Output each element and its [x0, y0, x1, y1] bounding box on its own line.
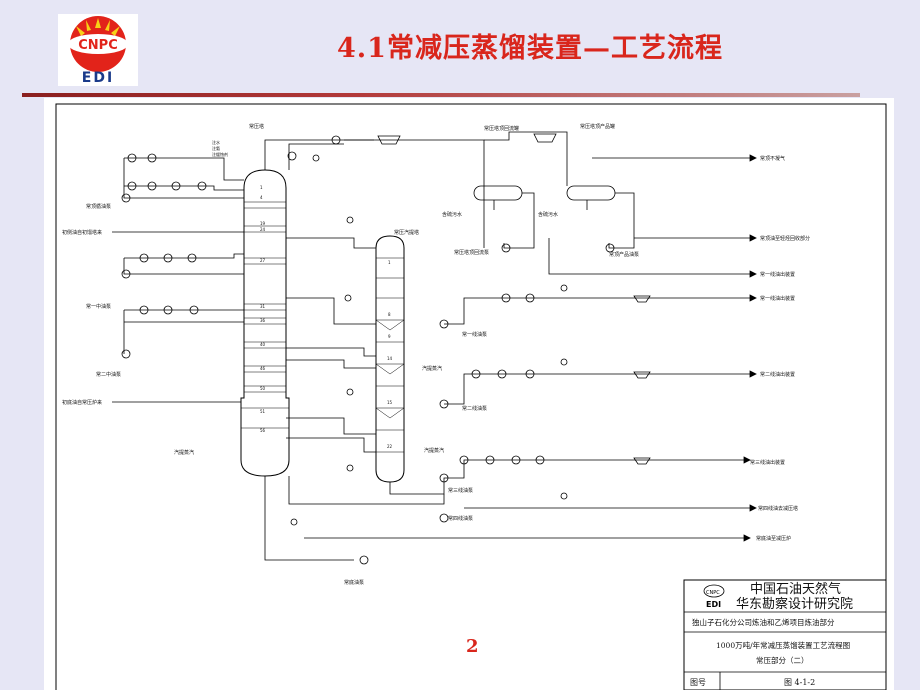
- title-block-logo: CNPC EDI: [703, 584, 725, 609]
- stripper-section-labels: 1 8 9 14 15 22: [387, 260, 393, 449]
- header-divider: [22, 93, 860, 97]
- tray-number-labels: 1 4 19 24 27 31 36 40 46 50 51 56: [260, 185, 266, 433]
- strip-steam-label-1: 汽提蒸汽: [422, 365, 442, 372]
- tb-logo-text: EDI: [706, 600, 721, 609]
- top-circ-pump-label: 常顶循油泵: [86, 203, 111, 210]
- column-trays: [241, 201, 289, 429]
- stripper-label-num: 1: [388, 260, 391, 265]
- tray-label: 40: [260, 342, 266, 347]
- sour-water-label-1: 含硫污水: [442, 211, 462, 218]
- topped-crude-feed-label: 初底油自常压炉来: [62, 399, 102, 406]
- tray-label: 19: [260, 221, 266, 226]
- reflux-drum-label: 常压塔顶回流罐: [484, 125, 519, 132]
- drawing-subtitle: 常压部分（二）: [756, 655, 809, 665]
- water-injection-label: 注水: [212, 139, 220, 145]
- side4-pump-label: 常四线油泵: [448, 515, 473, 522]
- side3-out-line: [389, 459, 744, 495]
- strip-steam-label-3: 汽提蒸汽: [424, 447, 444, 454]
- product-drum: [566, 185, 616, 201]
- side2-out-label: 常二线油出装置: [760, 371, 795, 378]
- stripper-label-num: 15: [387, 400, 393, 405]
- page-number: 2: [466, 636, 479, 657]
- product-pump-label: 常顶产品油泵: [609, 251, 639, 258]
- first-pa-pump-label: 常一中油泵: [86, 303, 111, 310]
- cnpc-edi-logo: CNPC EDI: [58, 14, 138, 86]
- atmospheric-column: [240, 169, 290, 477]
- overhead-line-2: [484, 131, 568, 186]
- side3-out-label: 常三线油出装置: [750, 459, 785, 466]
- tray-label: 46: [260, 366, 266, 371]
- offgas-label: 常顶不凝气: [760, 155, 785, 162]
- drawing-frame: [55, 103, 887, 690]
- org-line-1: 中国石油天然气: [750, 581, 841, 597]
- bottoms-pump-label: 常底油泵: [344, 579, 364, 586]
- initial-side-feed-label: 初侧油自初馏塔来: [62, 229, 102, 236]
- second-pa-pump-label: 常二中油泵: [96, 371, 121, 378]
- side1-line: [444, 297, 750, 325]
- logo-band: [68, 34, 128, 54]
- air-coolers: [633, 295, 651, 465]
- side2-pump-label: 常二线油泵: [462, 405, 487, 412]
- logo-top-text: CNPC: [78, 38, 118, 53]
- tray-label: 56: [260, 428, 266, 433]
- ammonia-injection-label: 注氨: [212, 145, 220, 151]
- page-title: 4.1常减压蒸馏装置—工艺流程: [337, 33, 723, 64]
- figno-label: 图号: [690, 678, 706, 687]
- stripper-label-num: 8: [388, 312, 391, 317]
- side4-out-label: 常四线油去减压塔: [758, 505, 798, 512]
- side1-out-label: 常一线油出装置: [760, 295, 795, 302]
- inhibitor-injection-label: 注缓蚀剂: [212, 151, 228, 157]
- side1-out-line: [548, 238, 750, 275]
- heat-exchangers: [127, 135, 568, 526]
- reflux-pump-label: 常压塔顶回流泵: [454, 249, 489, 256]
- title-block: CNPC EDI 中国石油天然气 华东勘察设计研究院 独山子石化分公司炼油和乙烯…: [683, 579, 887, 690]
- tray-label: 1: [260, 185, 263, 190]
- flow-diagram-svg: 常压塔 常压塔顶回流罐 常压塔顶产品罐 常顶不凝气 注水 注氨 注缓蚀剂 常顶循…: [55, 103, 887, 690]
- figno-value: 图 4-1-2: [784, 678, 815, 687]
- side2-line: [444, 373, 750, 405]
- stripper-label-num: 9: [388, 334, 391, 339]
- stripper-column: [375, 235, 405, 483]
- org-line-2: 华东勘察设计研究院: [736, 597, 853, 612]
- tray-label: 51: [260, 409, 266, 414]
- stripper-label-num: 14: [387, 356, 393, 361]
- stripper-label-num: 22: [387, 444, 393, 449]
- overhead-condenser: [377, 135, 401, 145]
- side1-out-label-top: 常一线油出装置: [760, 271, 795, 278]
- stripper-label: 常压汽提塔: [394, 229, 419, 236]
- logo-bottom-text: EDI: [82, 70, 114, 86]
- overhead-condenser-2: [533, 133, 557, 143]
- tray-label: 24: [260, 227, 266, 232]
- sour-water-label-2: 含硫污水: [538, 211, 558, 218]
- strip-steam-label-2: 汽提蒸汽: [174, 449, 194, 456]
- stripper-sections: [375, 257, 405, 453]
- reflux-drum: [473, 185, 523, 201]
- side3-pump-label: 常三线油泵: [448, 487, 473, 494]
- tray-label: 4: [260, 195, 263, 200]
- overhead-vapor-line: [264, 139, 485, 248]
- project-name: 独山子石化分公司炼油和乙烯项目炼油部分: [692, 617, 835, 627]
- atm-column-label: 常压塔: [249, 123, 264, 130]
- tray-label: 50: [260, 386, 266, 391]
- naphtha-out-label: 常顶油至轻烃回收部分: [760, 235, 810, 242]
- bottoms-out-label: 常底油至减压炉: [756, 535, 791, 542]
- tray-label: 31: [260, 304, 266, 309]
- product-drum-label: 常压塔顶产品罐: [580, 123, 615, 130]
- drawing-title: 1000万吨/年常减压蒸馏装置工艺流程图: [716, 640, 850, 650]
- process-flow-drawing: 常压塔 常压塔顶回流罐 常压塔顶产品罐 常顶不凝气 注水 注氨 注缓蚀剂 常顶循…: [44, 98, 894, 690]
- tray-label: 36: [260, 318, 266, 323]
- side1-pump-label: 常一线油泵: [462, 331, 487, 338]
- tray-label: 27: [260, 258, 266, 263]
- svg-text:CNPC: CNPC: [706, 590, 720, 596]
- pumps: [121, 193, 615, 565]
- bottoms-line: [264, 476, 354, 561]
